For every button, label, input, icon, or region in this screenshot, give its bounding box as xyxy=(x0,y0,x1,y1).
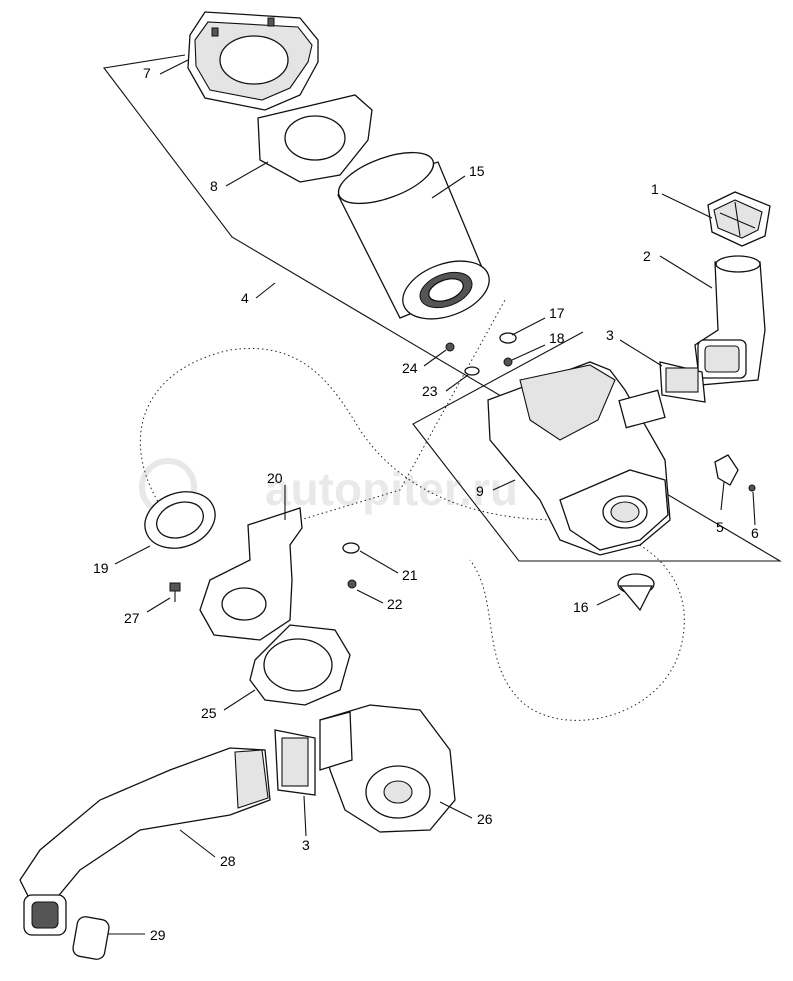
part-3-adapter-lower xyxy=(274,729,316,796)
callout-3-upper: 3 xyxy=(606,327,614,343)
callout-24: 24 xyxy=(402,360,418,376)
part-26-blower xyxy=(319,704,456,833)
part-28-long-duct xyxy=(19,747,271,936)
part-15-air-filter xyxy=(337,151,490,320)
assembly-bracket-4 xyxy=(103,54,783,562)
part-6-screw xyxy=(748,484,756,492)
callout-6: 6 xyxy=(751,525,759,541)
callout-9: 9 xyxy=(476,483,484,499)
part-22-nut xyxy=(347,579,357,589)
callout-26: 26 xyxy=(477,811,493,827)
callout-29: 29 xyxy=(150,927,166,943)
callout-20: 20 xyxy=(267,470,283,486)
part-29-seal xyxy=(72,916,110,960)
callout-25: 25 xyxy=(201,705,217,721)
small-hardware-upper xyxy=(445,332,517,376)
callout-21: 21 xyxy=(402,567,418,583)
part-27-bolt xyxy=(169,582,181,602)
callout-15: 15 xyxy=(469,163,485,179)
part-8-gasket-plate xyxy=(257,94,373,183)
callout-1: 1 xyxy=(651,181,659,197)
callout-17: 17 xyxy=(549,305,565,321)
part-20-bracket xyxy=(199,507,303,641)
callout-labels: 7 8 15 1 2 3 4 17 18 24 23 9 5 6 16 19 2… xyxy=(93,65,759,943)
part-25-gasket xyxy=(249,624,351,706)
callout-28: 28 xyxy=(220,853,236,869)
callout-leaders xyxy=(108,59,756,935)
part-23-washer xyxy=(464,366,480,376)
watermark-text: autopiter.ru xyxy=(265,463,518,515)
callout-19: 19 xyxy=(93,560,109,576)
part-24-nut xyxy=(445,342,455,352)
part-18-nut xyxy=(503,357,513,367)
callout-8: 8 xyxy=(210,178,218,194)
callout-3-lower: 3 xyxy=(302,837,310,853)
part-3-adapter-upper xyxy=(659,361,706,403)
callout-7: 7 xyxy=(143,65,151,81)
callout-18: 18 xyxy=(549,330,565,346)
assembly-dotted-path-2 xyxy=(299,299,506,521)
part-2-elbow-duct xyxy=(694,255,766,386)
part-19-gasket-ring xyxy=(144,491,216,549)
part-21-washer xyxy=(342,542,360,554)
part-7-intake-cover xyxy=(187,11,319,111)
callout-22: 22 xyxy=(387,596,403,612)
callout-23: 23 xyxy=(422,383,438,399)
callout-2: 2 xyxy=(643,248,651,264)
part-5-clip xyxy=(714,454,739,486)
callout-16: 16 xyxy=(573,599,589,615)
part-1-cap xyxy=(707,191,771,247)
part-17-washer xyxy=(499,332,517,344)
callout-5: 5 xyxy=(716,519,724,535)
callout-4: 4 xyxy=(241,290,249,306)
callout-27: 27 xyxy=(124,610,140,626)
part-16-valve xyxy=(617,573,655,612)
part-9-air-cleaner-housing xyxy=(487,361,671,556)
